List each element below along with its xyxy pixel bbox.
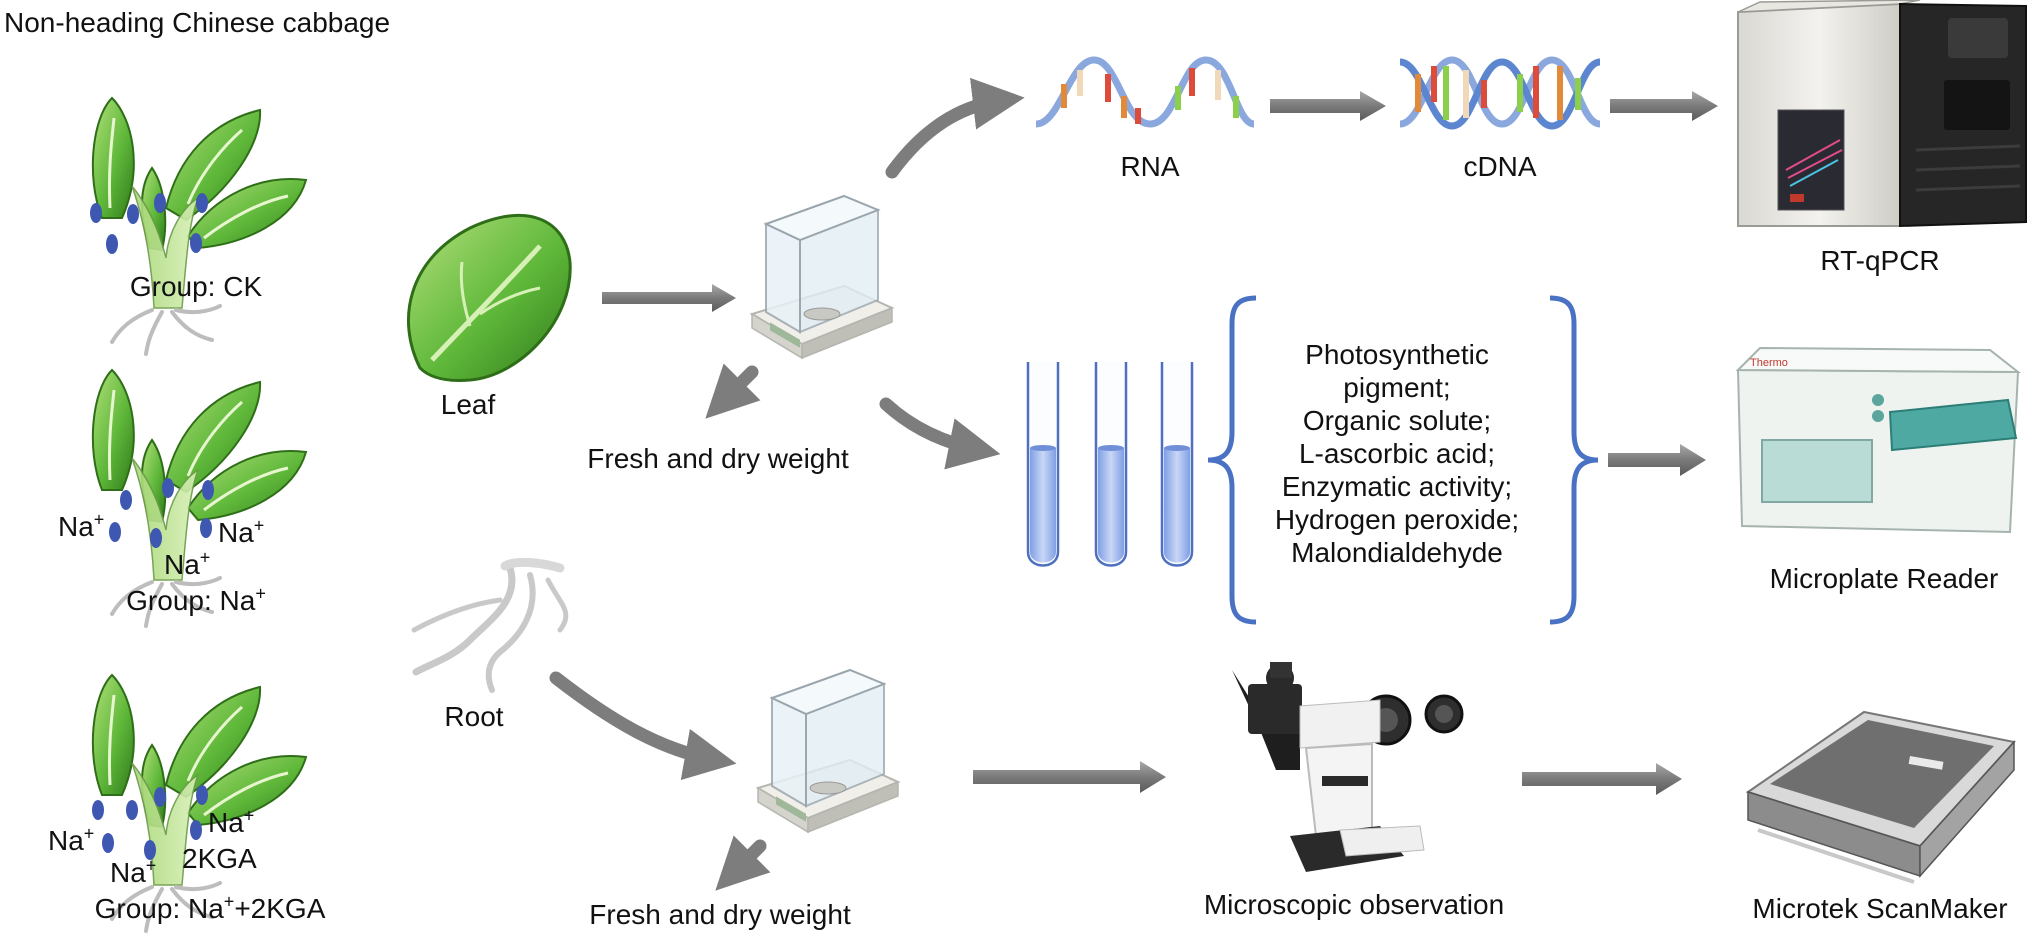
scanner-label: Microtek ScanMaker: [1752, 893, 2008, 924]
ion-label-na-3: Na+: [164, 547, 211, 580]
ion-label-kga-2: Na+: [48, 823, 95, 856]
root-label: Root: [444, 701, 504, 732]
balance-icon-root: [757, 669, 899, 833]
rna-label: RNA: [1120, 151, 1180, 182]
balance-icon-leaf: [751, 195, 893, 359]
microplate-reader-icon: Thermo: [1735, 346, 2021, 534]
ion-label-na-2: Na+: [218, 515, 265, 548]
arrow-cdna-to-qpcr: [1610, 91, 1718, 121]
right-brace: [1549, 295, 1599, 625]
leaf-icon: [407, 213, 572, 382]
plant-na: [90, 368, 308, 628]
assay-item: Photosynthetic: [1305, 339, 1489, 370]
assay-item: Hydrogen peroxide;: [1274, 504, 1520, 535]
arrow-rna-to-cdna: [1270, 91, 1386, 121]
plant-title: Non-heading Chinese cabbage: [4, 7, 391, 38]
group-kga-label: Group: Na++2KGA: [94, 891, 326, 924]
ion-label-kga-3: Na+: [110, 855, 157, 888]
svg-text:Thermo: Thermo: [1750, 357, 1788, 369]
rna-icon: [1035, 56, 1256, 128]
microplate-reader-label: Microplate Reader: [1769, 563, 1999, 594]
assay-item: Enzymatic activity;: [1281, 471, 1513, 502]
weight-label-leaf: Fresh and dry weight: [587, 443, 849, 474]
arrow-leaf-to-balance: [602, 284, 736, 312]
leaf-label: Leaf: [440, 389, 496, 420]
assay-item: Malondialdehyde: [1291, 537, 1503, 568]
cdna-icon: [1399, 56, 1601, 130]
left-brace: [1207, 295, 1257, 625]
microtek-scanner-icon: [1745, 710, 2016, 884]
assay-item: L-ascorbic acid;: [1298, 438, 1496, 469]
curved-arrows: [549, 77, 1025, 891]
test-tube-1: [1026, 360, 1060, 567]
plant-kga: [90, 673, 308, 933]
weight-label-root: Fresh and dry weight: [589, 899, 851, 930]
microscope-label: Microscopic observation: [1203, 889, 1505, 920]
arrow-assays-to-reader: [1608, 444, 1706, 476]
assay-list: Photosynthetic pigment; Organic solute; …: [1252, 338, 1542, 569]
rt-qpcr-machine-icon: [1737, 0, 2027, 228]
group-ck-label: Group: CK: [129, 271, 263, 302]
arrow-balance-to-microscope: [973, 761, 1166, 793]
root-icon: [411, 557, 569, 693]
arrows: [602, 91, 1718, 795]
cdna-label: cDNA: [1463, 151, 1537, 182]
ions-kga: [92, 785, 208, 860]
microscope-icon: [1232, 662, 1464, 872]
group-na-label: Group: Na+: [126, 583, 266, 616]
ions-na: [109, 478, 214, 548]
test-tube-2: [1094, 360, 1128, 567]
ion-label-na-1: Na+: [58, 509, 105, 542]
plant-ck: [90, 96, 308, 356]
assay-item: pigment;: [1343, 372, 1451, 403]
rt-qpcr-label: RT-qPCR: [1820, 245, 1940, 276]
test-tube-3: [1160, 360, 1194, 567]
kga-label: 2KGA: [182, 843, 257, 874]
ions-ck: [90, 193, 208, 254]
assay-item: Organic solute;: [1302, 405, 1492, 436]
arrow-microscope-to-scanner: [1522, 763, 1682, 795]
ion-label-kga-1: Na+: [208, 805, 255, 838]
